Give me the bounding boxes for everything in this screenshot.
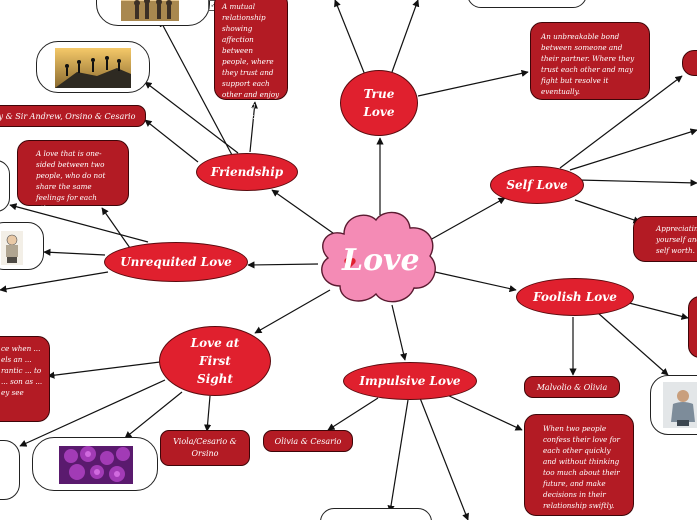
photo-icon	[663, 382, 697, 428]
sad-person-cartoon-image	[0, 222, 44, 270]
sad-man-image	[650, 375, 697, 435]
heart-icon	[344, 258, 356, 268]
partial-bottom-frame	[320, 508, 432, 520]
impulsive-definition: When two people confess their love for e…	[524, 414, 634, 516]
foolish-characters: Malvolio & Olivia	[524, 376, 620, 398]
first-sight-definition: ce when ... els an ... rantic ... to ...…	[0, 336, 50, 422]
friendship-definition: A mutual relationship showing affection …	[214, 0, 288, 121]
love-title: Love	[342, 243, 420, 278]
hikers-silhouette-image	[36, 41, 150, 93]
node-unrequited-love[interactable]: Unrequited Love	[104, 242, 248, 282]
node-true-love[interactable]: True Love	[340, 70, 418, 136]
first-sight-characters: Viola/Cesario & Orsino	[160, 430, 250, 466]
node-impulsive-love[interactable]: Impulsive Love	[343, 362, 477, 400]
node-friendship[interactable]: Friendship	[196, 153, 298, 191]
self-love-partial-box	[682, 50, 697, 76]
unrequited-definition: A love that is one-sided between two peo…	[17, 140, 129, 213]
partial-top-frame	[467, 0, 587, 8]
self-love-definition: Appreciating yourself and self worth.	[633, 216, 697, 262]
self-love-definition-text: Appreciating yourself and self worth.	[656, 224, 697, 255]
partial-left-frame	[0, 160, 10, 212]
true-love-definition: An unbreakable bond between someone and …	[530, 22, 650, 100]
photo-icon	[55, 48, 131, 88]
photo-icon	[121, 0, 179, 21]
roses-icon	[59, 446, 133, 484]
node-self-love[interactable]: Self Love	[490, 166, 584, 204]
first-sight-definition-text: ce when ... els an ... rantic ... to ...…	[1, 344, 43, 397]
love-cloud	[321, 211, 436, 303]
node-foolish-love[interactable]: Foolish Love	[516, 278, 634, 316]
impulsive-characters: Olivia & Cesario	[263, 430, 353, 452]
cartoon-icon	[1, 231, 23, 265]
people-silhouette-image	[96, 0, 210, 26]
node-love-at-first-sight[interactable]: Love at First Sight	[159, 326, 271, 396]
friendship-characters: y & Sir Andrew, Orsino & Cesario	[0, 105, 146, 127]
partial-left-bottom-frame	[0, 440, 20, 500]
foolish-partial-box	[688, 296, 697, 358]
purple-roses-image	[32, 437, 158, 491]
